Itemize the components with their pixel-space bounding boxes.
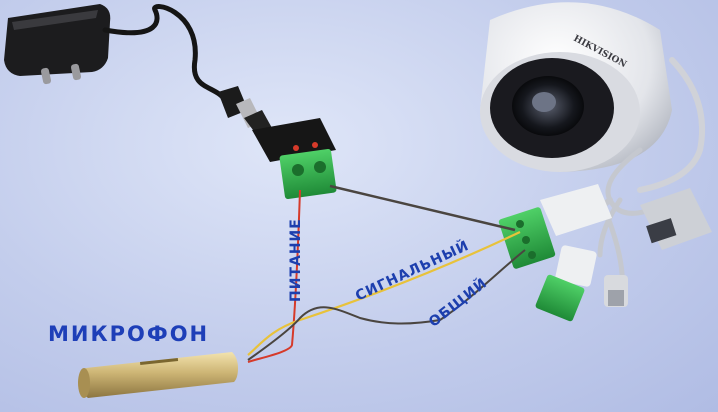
white-plug	[555, 245, 597, 287]
common-wire	[247, 249, 526, 361]
audio-connector	[540, 184, 612, 236]
rj45-connector	[640, 188, 712, 250]
common-wire-top	[329, 184, 516, 232]
bnc-connector	[604, 275, 628, 307]
adapter-cable	[102, 4, 228, 103]
power-wire-label: ПИТАНИЕ	[288, 218, 304, 302]
audio-terminal-block	[498, 207, 556, 269]
dc-terminal-connector	[252, 118, 337, 200]
camera-cables	[577, 57, 706, 293]
power-adapter	[4, 4, 111, 85]
microphone-tube	[78, 352, 238, 398]
power-wire	[247, 189, 301, 363]
signal-wire	[247, 231, 521, 356]
dome-camera	[480, 2, 672, 172]
camera-power-terminal	[535, 274, 585, 322]
microphone-label: МИКРОФОН	[48, 322, 210, 346]
dc-plug	[218, 86, 272, 134]
